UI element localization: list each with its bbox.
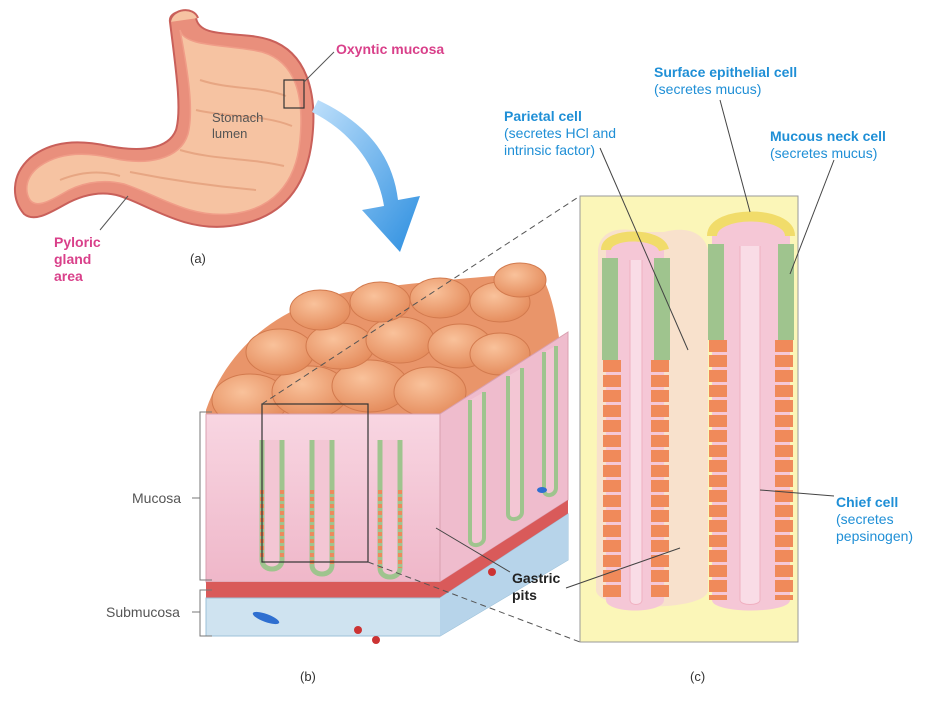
- panel-label-c: (c): [690, 669, 706, 684]
- label-parietal-cell: Parietal cell (secretes HCl and intrinsi…: [504, 108, 617, 158]
- label-chief-cell: Chief cell (secretes pepsinogen): [836, 494, 914, 544]
- label-stomach-lumen: Stomach lumen: [212, 110, 264, 141]
- label-mucous-neck-cell: Mucous neck cell (secretes mucus): [770, 128, 886, 161]
- oxyntic-leader-line: [303, 51, 335, 83]
- label-submucosa: Submucosa: [106, 604, 180, 620]
- label-mucosa: Mucosa: [132, 490, 182, 506]
- label-oxyntic-mucosa: Oxyntic mucosa: [336, 41, 445, 57]
- pyloric-leader-line: [99, 195, 129, 231]
- label-pyloric-gland-area: Pyloric gland area: [54, 234, 101, 284]
- projection-lines: [261, 195, 581, 643]
- panel-label-b: (b): [300, 669, 316, 684]
- mucosa-block-illustration: [205, 262, 569, 644]
- label-gastric-pits: Gastric pits: [512, 570, 561, 603]
- layer-brackets: [192, 411, 212, 637]
- oxyntic-sample-box: [283, 79, 305, 109]
- gastric-pits-leader-lines: [435, 527, 681, 589]
- stomach-illustration: [13, 9, 335, 231]
- label-surface-epithelial-cell: Surface epithelial cell (secretes mucus): [654, 64, 798, 97]
- inset-selection-box: [261, 403, 369, 563]
- panel-label-a: (a): [190, 251, 206, 266]
- zoom-arrow: [312, 100, 420, 252]
- gastric-gland-inset: [579, 99, 835, 643]
